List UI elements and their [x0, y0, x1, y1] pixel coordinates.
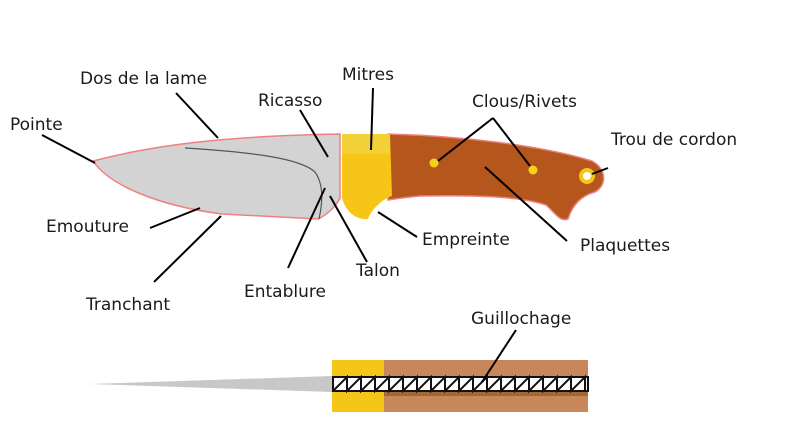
- leader-emouture: [149, 207, 201, 229]
- leader-plaquettes: [484, 166, 568, 242]
- leader-entablure: [287, 187, 326, 269]
- leader-pointe: [41, 134, 96, 164]
- label-clous: Clous/Rivets: [472, 92, 577, 112]
- label-trou: Trou de cordon: [610, 130, 737, 150]
- leader-tranchant: [153, 215, 222, 283]
- rivet-right: [528, 165, 538, 175]
- label-mitres: Mitres: [342, 65, 394, 85]
- bolster-mitre-band: [342, 134, 390, 154]
- label-entablure: Entablure: [244, 282, 326, 302]
- label-pointe: Pointe: [10, 115, 63, 135]
- leader-talon: [329, 195, 368, 263]
- leader-guillochage: [481, 329, 517, 383]
- label-dos: Dos de la lame: [80, 69, 207, 89]
- leader-mitres: [370, 87, 374, 151]
- leader-dos: [175, 92, 219, 139]
- label-guillochage: Guillochage: [471, 309, 571, 329]
- blade: [91, 133, 341, 220]
- label-tranchant: Tranchant: [85, 295, 170, 315]
- leader-ricasso: [299, 109, 329, 158]
- label-plaquettes: Plaquettes: [580, 236, 670, 256]
- leader-trou: [591, 167, 609, 175]
- guillochage-zigzag: [332, 374, 586, 394]
- spine-handle-liner-top: [384, 360, 588, 376]
- leader-empreinte: [377, 211, 418, 238]
- rivet-left: [429, 158, 439, 168]
- label-talon: Talon: [355, 261, 400, 281]
- leader-clous-left: [437, 117, 494, 162]
- spine-handle-liner-bottom: [384, 396, 588, 412]
- label-empreinte: Empreinte: [422, 230, 510, 250]
- leader-clous-right: [492, 117, 531, 167]
- spine-blade: [90, 376, 332, 392]
- lanyard-hole-inner: [583, 172, 591, 180]
- bolster: [342, 134, 392, 220]
- label-ricasso: Ricasso: [258, 91, 322, 111]
- label-emouture: Emouture: [46, 217, 129, 237]
